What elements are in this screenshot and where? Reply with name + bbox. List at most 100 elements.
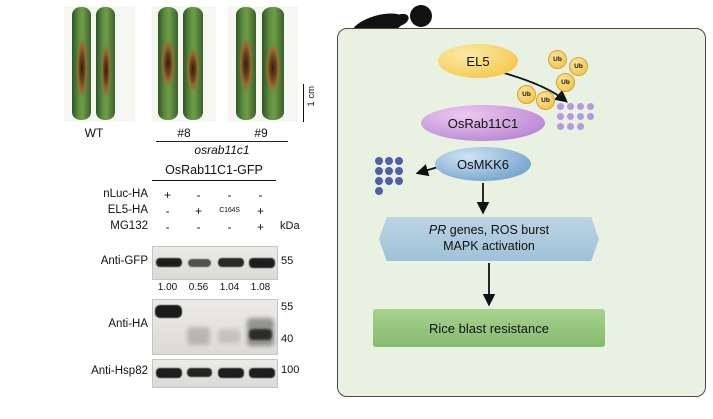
rice-leaf <box>158 7 178 120</box>
defense-response-line1: PR genes, ROS burst <box>429 223 549 239</box>
condition-value: - <box>258 188 263 202</box>
degraded-protein-dot <box>557 103 564 110</box>
band-quantification: 0.56 <box>188 282 209 293</box>
pr-genes-italic: PR <box>428 223 447 238</box>
blot-band <box>155 368 182 378</box>
node-el5-label: EL5 <box>466 53 490 69</box>
degraded-protein-dot <box>375 157 383 165</box>
mw-marker-55-ha: 55 <box>281 301 294 313</box>
blot-band <box>248 258 275 268</box>
kda-label: kDa <box>280 220 300 232</box>
mw-marker-55-gfp: 55 <box>281 255 294 267</box>
node-osrab11c1-label: OsRab11C1 <box>447 115 519 131</box>
blot-band <box>186 368 212 377</box>
outcome-box: Rice blast resistance <box>373 309 605 347</box>
rice-leaf <box>96 7 115 120</box>
degraded-protein-dot <box>385 177 393 185</box>
degraded-protein-dot <box>577 113 584 120</box>
antibody-label-hsp82: Anti-Hsp82 <box>91 365 148 377</box>
antibody-label-ha: Anti-HA <box>108 318 148 330</box>
leaf-label-9: #9 <box>254 126 268 140</box>
condition-value: + <box>256 220 264 234</box>
blot-band <box>155 258 182 267</box>
condition-value: - <box>227 188 232 202</box>
band-quantification: 1.04 <box>219 282 240 293</box>
degraded-protein-dot <box>577 123 584 130</box>
ubiquitin-icon: Ub <box>569 57 588 76</box>
ubiquitin-icon: Ub <box>517 85 536 104</box>
degraded-protein-dot <box>375 187 383 195</box>
condition-label-el5: EL5-HA <box>107 204 148 216</box>
blot-image-anti-gfp <box>152 246 278 280</box>
blot-band <box>217 368 244 378</box>
outcome-label: Rice blast resistance <box>429 320 549 336</box>
blot-band <box>187 327 210 345</box>
degraded-protein-dot <box>385 157 393 165</box>
condition-value: + <box>194 204 202 218</box>
genotype-bracket <box>156 141 288 142</box>
condition-label-mg132: MG132 <box>110 220 148 232</box>
degraded-protein-dot <box>587 113 594 120</box>
blast-lesion <box>186 47 200 92</box>
blot-band <box>218 329 240 343</box>
node-osmkk6-label: OsMKK6 <box>456 156 509 172</box>
rice-leaf <box>262 7 284 120</box>
blot-band <box>155 305 182 318</box>
condition-value: - <box>196 188 201 202</box>
blast-lesion <box>161 39 175 87</box>
scale-bar-label: 1 cm <box>306 86 317 107</box>
rice-leaf <box>236 7 256 120</box>
degraded-protein-dot <box>567 103 574 110</box>
degraded-protein-dot <box>395 167 403 175</box>
degraded-protein-dot <box>567 113 574 120</box>
condition-value-c164s: C164S <box>219 207 240 214</box>
degraded-protein-dot <box>587 103 594 110</box>
degraded-protein-dot <box>375 177 383 185</box>
condition-value: + <box>256 204 264 218</box>
rice-leaf <box>72 7 91 120</box>
blot-image-anti-hsp82 <box>152 359 278 388</box>
blot-title: OsRab11C1-GFP <box>165 163 263 177</box>
blot-band <box>248 368 275 378</box>
degraded-protein-dot <box>567 123 574 130</box>
degraded-protein-dot <box>577 103 584 110</box>
ubiquitin-icon: Ub <box>556 73 575 92</box>
ubiquitin-icon: Ub <box>548 50 567 69</box>
blot-title-underline <box>152 180 276 181</box>
degraded-osrab11c1-dots <box>557 103 601 130</box>
defense-response-box: PR genes, ROS burst MAPK activation <box>379 217 599 261</box>
blast-lesion <box>76 37 87 99</box>
ubiquitin-icon: Ub <box>536 91 555 110</box>
degraded-protein-dot <box>395 177 403 185</box>
blot-band <box>187 259 211 267</box>
node-osrab11c1: OsRab11C1 <box>421 105 545 141</box>
antibody-label-gfp: Anti-GFP <box>100 255 148 267</box>
blot-image-anti-ha <box>152 299 278 355</box>
blot-band <box>217 258 244 267</box>
pathway-panel: EL5 Ub Ub Ub Ub Ub OsRab11C1 OsMKK6 PR g… <box>337 28 706 397</box>
band-quantification: 1.08 <box>250 282 271 293</box>
mw-marker-100-hsp82: 100 <box>281 364 300 376</box>
condition-value: - <box>196 220 201 234</box>
degradation-arrow <box>415 164 439 177</box>
condition-value: + <box>163 188 171 202</box>
blast-lesion <box>239 37 253 92</box>
blast-lesion <box>265 43 281 93</box>
node-el5: EL5 <box>438 44 518 78</box>
condition-value: - <box>227 220 232 234</box>
defense-response-line1-rest: genes, ROS burst <box>446 223 550 238</box>
degraded-osmkk6-dots <box>375 157 411 195</box>
degraded-protein-dot <box>557 123 564 130</box>
blot-band <box>249 329 272 340</box>
degraded-protein-dot <box>395 157 403 165</box>
genotype-label: osrab11c1 <box>194 143 250 157</box>
leaf-label-8: #8 <box>177 126 191 140</box>
degraded-protein-dot <box>557 113 564 120</box>
blast-lesion <box>100 43 111 98</box>
condition-value: - <box>165 204 170 218</box>
rice-leaf <box>183 7 203 120</box>
leaf-label-wt: WT <box>84 126 104 140</box>
condition-label-nluc: nLuc-HA <box>103 188 148 200</box>
mw-marker-40-ha: 40 <box>281 333 294 345</box>
